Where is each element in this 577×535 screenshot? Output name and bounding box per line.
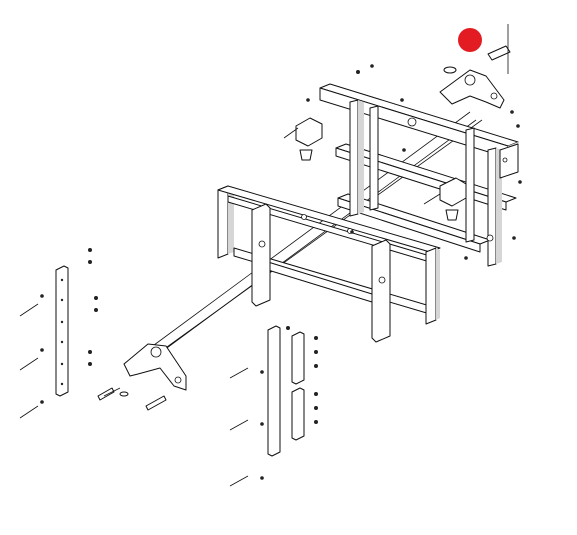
nut bbox=[370, 64, 374, 68]
nut bbox=[88, 350, 92, 354]
nut bbox=[314, 392, 318, 396]
bolt bbox=[19, 303, 39, 317]
front-yoke-plate bbox=[123, 343, 187, 391]
plate-hole bbox=[60, 362, 64, 366]
rear-clamp-right bbox=[439, 177, 467, 207]
plate-hole bbox=[60, 340, 64, 344]
nuts bbox=[40, 64, 522, 480]
rear-end-plate-hole bbox=[502, 157, 508, 163]
bolt bbox=[229, 419, 249, 431]
bolt bbox=[229, 475, 249, 487]
nut bbox=[40, 348, 44, 352]
nut bbox=[94, 308, 98, 312]
long-rod-lower bbox=[159, 119, 483, 353]
nut bbox=[402, 148, 406, 152]
rear-low-beam-front bbox=[337, 197, 481, 253]
front-upright-left bbox=[217, 185, 229, 259]
nut bbox=[518, 180, 522, 184]
rear-beam-hole bbox=[407, 117, 417, 127]
nut bbox=[260, 370, 264, 374]
front-channel-left bbox=[251, 203, 271, 307]
rear-yoke-pin bbox=[487, 45, 511, 61]
loose-plate-left bbox=[55, 265, 69, 397]
nut bbox=[314, 350, 318, 354]
rubber-foot-right bbox=[445, 209, 459, 221]
nut bbox=[314, 336, 318, 340]
front-channel-right bbox=[371, 239, 391, 343]
nut bbox=[88, 260, 92, 264]
front-frame bbox=[217, 185, 441, 343]
plate-hole bbox=[60, 278, 64, 282]
nut bbox=[88, 248, 92, 252]
rear-post-right bbox=[487, 147, 497, 267]
bolt bbox=[229, 367, 249, 379]
nut bbox=[350, 230, 354, 234]
bolt bbox=[423, 193, 441, 205]
bolt bbox=[283, 127, 299, 139]
rear-yoke-hole bbox=[464, 74, 476, 86]
nut bbox=[314, 364, 318, 368]
rear-yoke-bracket bbox=[439, 45, 511, 109]
nut bbox=[260, 476, 264, 480]
plate-hole bbox=[60, 298, 64, 302]
rear-yoke-plate bbox=[439, 69, 505, 109]
loose-bracket-upper bbox=[291, 331, 305, 385]
rear-post-inner bbox=[465, 127, 475, 243]
front-top-beam-top bbox=[217, 185, 441, 253]
rear-end-plate bbox=[499, 143, 519, 179]
bolt bbox=[19, 357, 39, 371]
front-pin-right bbox=[145, 395, 167, 411]
nut bbox=[314, 406, 318, 410]
rear-clamps bbox=[295, 117, 467, 221]
nut bbox=[286, 326, 290, 330]
loose-bracket-lower bbox=[291, 387, 305, 441]
red-marker-dot bbox=[458, 28, 482, 52]
loose-plate-center bbox=[267, 325, 281, 457]
nut bbox=[306, 98, 310, 102]
bolt bbox=[19, 405, 39, 419]
front-yoke-hole-small bbox=[174, 376, 182, 384]
nut bbox=[464, 256, 468, 260]
nut bbox=[314, 420, 318, 424]
front-beam-hole bbox=[301, 214, 307, 220]
rear-frame bbox=[319, 83, 519, 267]
front-channel-hole-right bbox=[378, 276, 386, 284]
rear-post-inner-left bbox=[369, 105, 379, 211]
rear-post-left bbox=[349, 99, 359, 217]
front-pin-left bbox=[97, 387, 115, 401]
nut bbox=[260, 422, 264, 426]
nut bbox=[88, 362, 92, 366]
plate-hole bbox=[60, 382, 64, 386]
front-channel-hole-left bbox=[258, 240, 266, 248]
long-rods bbox=[149, 111, 483, 357]
nut bbox=[512, 236, 516, 240]
plate-hole bbox=[60, 320, 64, 324]
lower-brackets bbox=[267, 325, 305, 457]
front-upright-right-side bbox=[436, 248, 440, 320]
nut bbox=[40, 294, 44, 298]
rear-yoke-hole-small bbox=[490, 92, 498, 100]
front-cross-beam bbox=[267, 261, 373, 303]
rear-post-left-side bbox=[358, 100, 364, 214]
nut bbox=[356, 70, 360, 74]
long-rod-upper bbox=[149, 111, 471, 349]
bolt bbox=[103, 387, 121, 397]
nut bbox=[400, 98, 404, 102]
front-upright-right bbox=[425, 247, 437, 325]
front-washer bbox=[119, 391, 129, 397]
nut bbox=[40, 400, 44, 404]
front-yoke-hole bbox=[150, 346, 162, 358]
nut bbox=[516, 124, 520, 128]
rear-clamp-left bbox=[295, 117, 323, 147]
nut bbox=[94, 296, 98, 300]
rubber-foot-left bbox=[299, 149, 313, 161]
rear-post-hole bbox=[486, 234, 494, 242]
rear-washer bbox=[443, 66, 457, 74]
bolts bbox=[19, 24, 509, 487]
side-plate-left bbox=[55, 265, 69, 397]
front-yoke-bracket bbox=[97, 343, 187, 411]
nut bbox=[510, 110, 514, 114]
